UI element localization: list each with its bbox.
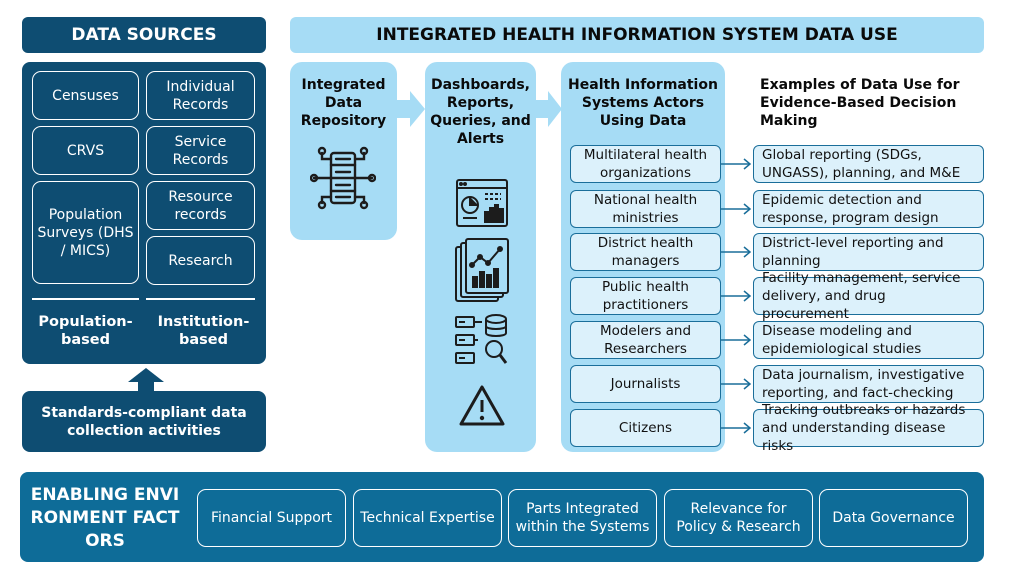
factor-data-governance: Data Governance (819, 489, 968, 547)
flow-arrow-icon (397, 91, 425, 127)
connector-arrow-icon (721, 290, 752, 302)
use-text: Disease modeling and epidemiological stu… (762, 323, 922, 357)
use-text: Tracking outbreaks or hazards and unders… (762, 402, 966, 454)
actor-modelers-researchers: Modelers and Researchers (570, 321, 721, 359)
repository-column (290, 62, 397, 240)
report-chart-icon (455, 238, 509, 302)
use-text: District-level reporting and planning (762, 235, 944, 269)
source-individual-records: Individual Records (146, 71, 255, 120)
use-district-reporting: District-level reporting and planning (753, 233, 984, 271)
institution-divider (146, 298, 255, 300)
source-resource-records: Resource records (146, 181, 255, 230)
source-crvs: CRVS (32, 126, 139, 175)
use-facility-management: Facility management, service delivery, a… (753, 270, 984, 322)
connector-arrow-icon (721, 246, 752, 258)
actors-title: Health Information Systems Actors Using … (568, 77, 718, 129)
actor-district-managers: District health managers (570, 233, 721, 271)
use-text: Data journalism, investigative reporting… (762, 367, 965, 401)
actor-journalists: Journalists (570, 365, 721, 403)
population-divider (32, 298, 139, 300)
actor-public-health-practitioners: Public health practitioners (570, 277, 721, 315)
actor-citizens: Citizens (570, 409, 721, 447)
source-censuses: Censuses (32, 71, 139, 120)
use-data-journalism: Data journalism, investigative reporting… (753, 365, 984, 403)
enabling-environment-panel (20, 472, 984, 562)
factor-policy-research: Relevance for Policy & Research (664, 489, 813, 547)
use-text: Facility management, service delivery, a… (762, 270, 961, 322)
actor-multilateral-organizations: Multilateral health organizations (570, 145, 721, 183)
data-sources-header: DATA SOURCES (22, 17, 266, 53)
population-based-label: Population-based (38, 314, 133, 348)
connector-arrow-icon (721, 422, 752, 434)
use-text: Epidemic detection and response, program… (762, 192, 939, 226)
dashboard-icon (456, 179, 508, 227)
source-service-records: Service Records (146, 126, 255, 175)
dashboards-title: Dashboards, Reports, Queries, and Alerts (430, 77, 531, 147)
institution-based-label: Institution-based (157, 314, 250, 348)
main-title: INTEGRATED HEALTH INFORMATION SYSTEM DAT… (290, 17, 984, 53)
up-arrow-icon (128, 368, 164, 392)
factor-parts-integrated: Parts Integrated within the Systems (508, 489, 657, 547)
enabling-title: ENABLING ENVIRONMENT FACTORS (30, 485, 180, 551)
flow-arrow-icon (536, 91, 562, 127)
use-text: Global reporting (SDGs, UNGASS), plannin… (762, 147, 961, 181)
repository-title: Integrated Data Repository (300, 77, 387, 129)
use-tracking-outbreaks: Tracking outbreaks or hazards and unders… (753, 402, 984, 454)
source-research: Research (146, 236, 255, 285)
alert-icon (459, 385, 505, 426)
standards-box: Standards-compliant data collection acti… (22, 391, 266, 452)
factor-financial-support: Financial Support (197, 489, 346, 547)
use-global-reporting: Global reporting (SDGs, UNGASS), plannin… (753, 145, 984, 183)
connector-arrow-icon (721, 203, 752, 215)
uses-title: Examples of Data Use for Evidence-Based … (760, 77, 960, 129)
actor-national-ministries: National health ministries (570, 190, 721, 228)
factor-technical-expertise: Technical Expertise (353, 489, 502, 547)
database-server-icon (310, 146, 376, 210)
data-sources-panel (22, 62, 266, 364)
use-disease-modeling: Disease modeling and epidemiological stu… (753, 321, 984, 359)
source-population-surveys: Population Surveys (DHS / MICS) (32, 181, 139, 284)
data-query-icon (455, 314, 508, 364)
use-epidemic-detection: Epidemic detection and response, program… (753, 190, 984, 228)
connector-arrow-icon (721, 334, 752, 346)
connector-arrow-icon (721, 378, 752, 390)
connector-arrow-icon (721, 158, 752, 170)
